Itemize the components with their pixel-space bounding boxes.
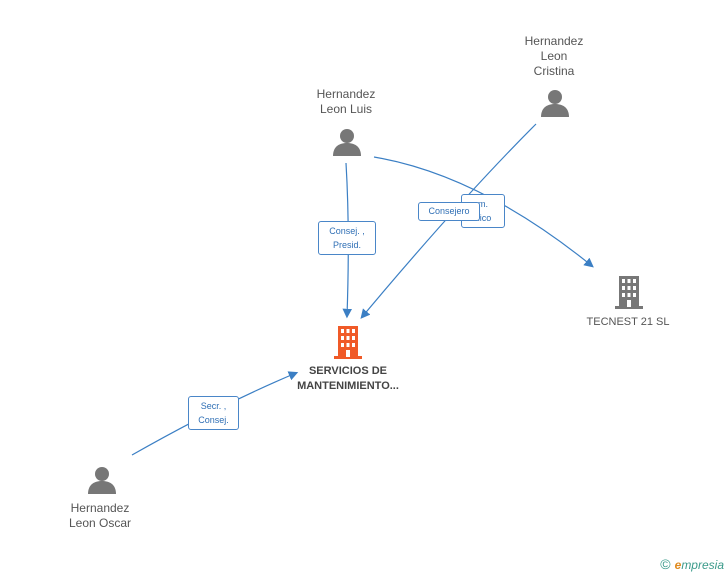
edge-label-cristina-servicios[interactable]: Consejero [418, 202, 480, 221]
person-icon[interactable] [540, 88, 570, 118]
company-name-servicios[interactable]: SERVICIOS DE MANTENIMIENTO... [297, 365, 399, 392]
person-name-oscar[interactable]: Hernandez Leon Oscar [68, 501, 132, 530]
building-icon[interactable] [614, 275, 644, 309]
person-icon[interactable] [332, 127, 362, 157]
person-name-luis[interactable]: Hernandez Leon Luis [316, 87, 376, 116]
edge-label-luis-servicios[interactable]: Consej. , Presid. [318, 221, 376, 255]
brand-initial: e [674, 558, 682, 572]
brand-name: mpresia [681, 558, 724, 572]
edge-luis-tecnest [373, 156, 594, 268]
person-name-cristina[interactable]: Hernandez Leon Cristina [524, 34, 584, 78]
empresia-logo: ©empresia [660, 556, 724, 572]
building-icon[interactable] [333, 325, 363, 359]
company-name-tecnest[interactable]: TECNEST 21 SL [586, 316, 670, 328]
edge-label-oscar-servicios[interactable]: Secr. , Consej. [188, 396, 239, 430]
person-icon[interactable] [87, 465, 117, 495]
copyright-symbol: © [660, 556, 671, 572]
